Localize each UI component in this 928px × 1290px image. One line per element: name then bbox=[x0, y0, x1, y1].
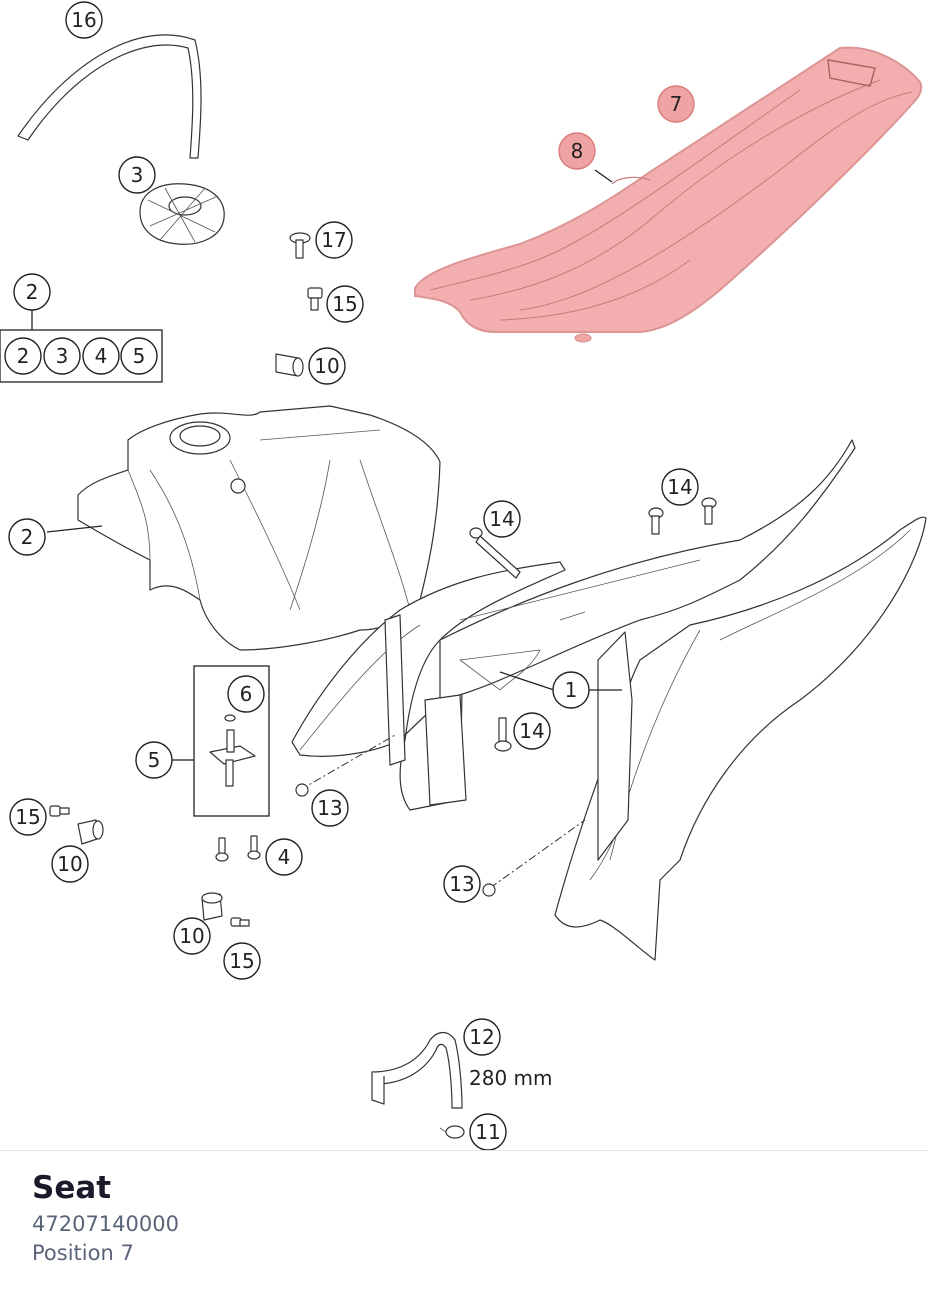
part-spoiler-left[interactable] bbox=[291, 439, 856, 811]
svg-text:17: 17 bbox=[321, 228, 346, 252]
part-seat[interactable] bbox=[414, 46, 923, 343]
part-screw-13-a[interactable] bbox=[295, 783, 309, 797]
svg-text:7: 7 bbox=[670, 92, 683, 116]
callout-12[interactable]: 12 bbox=[463, 1018, 501, 1056]
callout-14-a[interactable]: 14 bbox=[483, 500, 521, 538]
part-screw-13-b[interactable] bbox=[482, 883, 496, 897]
callout-15-bottom[interactable]: 15 bbox=[223, 942, 261, 980]
callout-14-b[interactable]: 14 bbox=[661, 468, 699, 506]
svg-text:15: 15 bbox=[15, 805, 40, 829]
part-bolt-15-top[interactable] bbox=[307, 287, 323, 311]
svg-text:4: 4 bbox=[278, 845, 291, 869]
part-fuel-tap[interactable] bbox=[209, 714, 256, 787]
callout-3[interactable]: 3 bbox=[118, 156, 156, 194]
svg-text:14: 14 bbox=[489, 507, 514, 531]
callout-kit-3[interactable]: 3 bbox=[43, 337, 81, 375]
svg-text:5: 5 bbox=[148, 748, 161, 772]
svg-text:15: 15 bbox=[332, 292, 357, 316]
svg-text:12: 12 bbox=[469, 1025, 494, 1049]
callout-7-selected[interactable]: 7 bbox=[657, 85, 695, 123]
svg-text:13: 13 bbox=[449, 872, 474, 896]
part-bushing-10-top[interactable] bbox=[275, 353, 304, 377]
part-screw-14-a[interactable] bbox=[469, 527, 521, 579]
part-number: 47207140000 bbox=[32, 1212, 179, 1236]
callout-2-tank[interactable]: 2 bbox=[8, 518, 46, 556]
svg-text:4: 4 bbox=[95, 344, 108, 368]
hose-length-label: 280 mm bbox=[469, 1066, 553, 1090]
svg-text:2: 2 bbox=[26, 280, 39, 304]
part-group-frame-5 bbox=[193, 665, 270, 817]
part-group-frame-2 bbox=[0, 329, 163, 383]
part-info-panel: Seat 47207140000 Position 7 bbox=[32, 1166, 179, 1268]
part-bolt-15-bottom[interactable] bbox=[230, 917, 250, 927]
svg-text:14: 14 bbox=[667, 475, 692, 499]
callout-15-left[interactable]: 15 bbox=[9, 798, 47, 836]
svg-text:5: 5 bbox=[133, 344, 146, 368]
svg-text:3: 3 bbox=[56, 344, 69, 368]
svg-text:8: 8 bbox=[571, 139, 584, 163]
callout-4[interactable]: 4 bbox=[265, 838, 303, 876]
callout-kit-2[interactable]: 2 bbox=[4, 337, 42, 375]
callout-15-top[interactable]: 15 bbox=[326, 285, 364, 323]
callout-2-kit[interactable]: 2 bbox=[13, 273, 51, 311]
svg-text:10: 10 bbox=[314, 354, 339, 378]
callout-13-a[interactable]: 13 bbox=[311, 789, 349, 827]
svg-text:3: 3 bbox=[131, 163, 144, 187]
part-bolt-15-left[interactable] bbox=[49, 805, 70, 817]
callout-kit-5[interactable]: 5 bbox=[120, 337, 158, 375]
part-screw-17[interactable] bbox=[289, 232, 311, 259]
part-spoiler-right[interactable] bbox=[554, 516, 927, 961]
part-position: Position 7 bbox=[32, 1241, 134, 1265]
callout-17[interactable]: 17 bbox=[315, 221, 353, 259]
callout-10-left[interactable]: 10 bbox=[51, 845, 89, 883]
part-fuel-cap[interactable] bbox=[139, 183, 225, 245]
svg-text:10: 10 bbox=[179, 924, 204, 948]
svg-text:2: 2 bbox=[21, 525, 34, 549]
divider bbox=[0, 1150, 928, 1151]
callout-10-top[interactable]: 10 bbox=[308, 347, 346, 385]
callout-6[interactable]: 6 bbox=[227, 675, 265, 713]
svg-text:2: 2 bbox=[17, 344, 30, 368]
part-fuel-tank[interactable] bbox=[77, 405, 441, 651]
part-hose-12[interactable] bbox=[371, 1031, 463, 1109]
callout-11[interactable]: 11 bbox=[469, 1113, 507, 1150]
svg-text:16: 16 bbox=[71, 8, 96, 32]
callout-14-c[interactable]: 14 bbox=[513, 712, 551, 750]
part-clamp-11[interactable] bbox=[439, 1125, 465, 1139]
part-screw-14-c[interactable] bbox=[494, 717, 512, 752]
callout-13-b[interactable]: 13 bbox=[443, 865, 481, 903]
part-bushing-10-left[interactable] bbox=[77, 819, 104, 845]
part-screw-14-b[interactable] bbox=[648, 497, 717, 535]
part-vent-hose[interactable] bbox=[17, 34, 202, 159]
callout-5[interactable]: 5 bbox=[135, 741, 173, 779]
svg-text:10: 10 bbox=[57, 852, 82, 876]
part-bushing-10-bottom[interactable] bbox=[201, 892, 223, 921]
svg-text:11: 11 bbox=[475, 1120, 500, 1144]
callout-16[interactable]: 16 bbox=[65, 1, 103, 39]
callout-1[interactable]: 1 bbox=[552, 671, 590, 709]
callout-kit-4[interactable]: 4 bbox=[82, 337, 120, 375]
exploded-parts-diagram: 280 mm 16 3 2 2 3 4 5 17 15 10 7 8 2 14 … bbox=[0, 1, 927, 1150]
callout-8[interactable]: 8 bbox=[558, 132, 596, 170]
svg-text:6: 6 bbox=[240, 682, 253, 706]
svg-text:15: 15 bbox=[229, 949, 254, 973]
part-name: Seat bbox=[32, 1170, 112, 1206]
svg-text:13: 13 bbox=[317, 796, 342, 820]
part-screw-4[interactable] bbox=[215, 835, 261, 862]
svg-text:14: 14 bbox=[519, 719, 544, 743]
callout-10-bottom[interactable]: 10 bbox=[173, 917, 211, 955]
svg-text:1: 1 bbox=[565, 678, 578, 702]
